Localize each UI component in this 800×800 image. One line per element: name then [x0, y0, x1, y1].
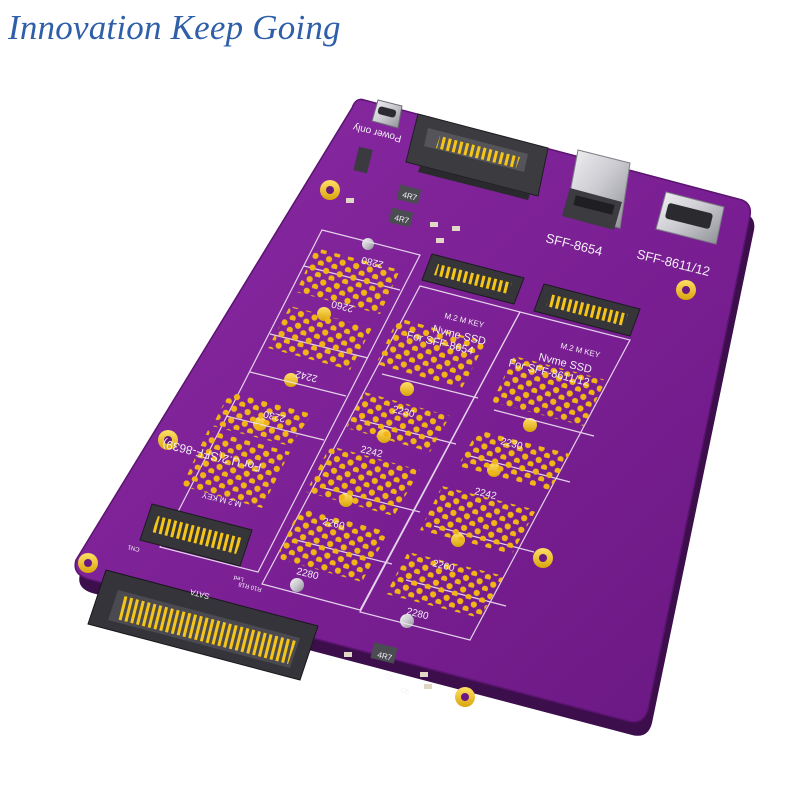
label-cn1: CN1 — [127, 543, 141, 552]
middle-length-2280: 2280 — [295, 566, 320, 582]
left-length-2260: 2260 — [330, 298, 355, 314]
middle-length-2260: 2260 — [321, 516, 346, 532]
m2-connector-middle — [421, 253, 525, 305]
label-r10: R10 R18 — [237, 580, 262, 592]
m2-connector-left — [139, 503, 253, 567]
sff-8611-connector — [655, 191, 725, 245]
label-c6: C6 — [400, 687, 410, 696]
usb-c-port — [371, 99, 403, 129]
smd-components — [344, 146, 460, 689]
sff-8654-connector — [562, 149, 631, 230]
left-length-2280: 2280 — [360, 254, 385, 270]
m2-connector-right — [533, 283, 641, 337]
right-length-2280: 2280 — [405, 606, 430, 622]
label-c5: C5 — [384, 673, 394, 682]
middle-length-2230: 2230 — [391, 404, 416, 420]
tagline: Innovation Keep Going — [8, 8, 341, 47]
left-length-2242: 2242 — [294, 368, 319, 384]
left-length-2230: 2230 — [262, 408, 287, 424]
gold-pad-fields — [182, 248, 606, 618]
label-inductor-3: 4R7 — [377, 650, 394, 662]
label-led: Led — [233, 574, 244, 582]
right-length-2260: 2260 — [431, 558, 456, 574]
right-length-2242: 2242 — [473, 486, 498, 502]
label-inductor-1: 4R7 — [402, 190, 419, 202]
label-inductor-2: 4R7 — [394, 213, 411, 225]
middle-length-2242: 2242 — [359, 444, 384, 460]
power-connector — [405, 113, 549, 200]
right-length-2230: 2230 — [499, 436, 524, 452]
u2-edge-connector — [87, 569, 319, 681]
